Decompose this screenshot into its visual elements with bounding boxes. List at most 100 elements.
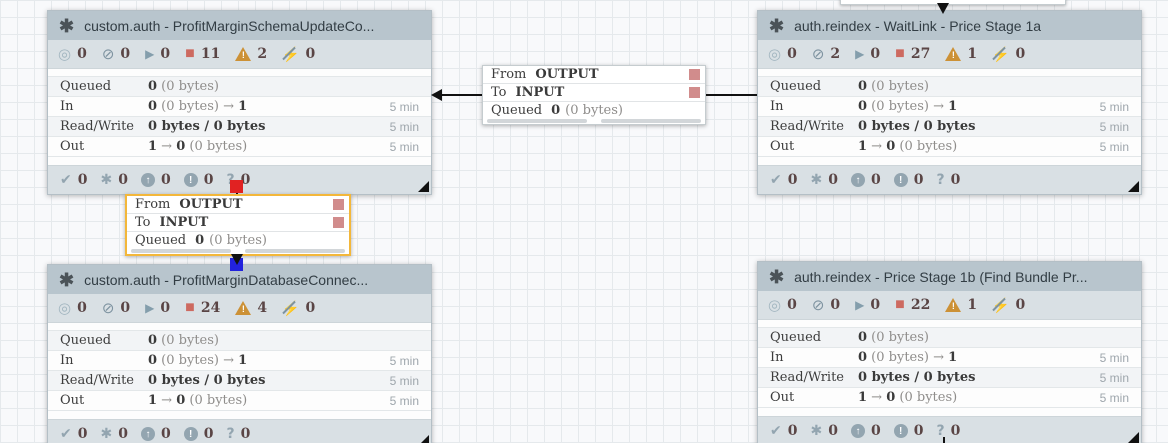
percent-bar	[245, 249, 345, 253]
locally-modified-stat: ✱0	[810, 423, 838, 439]
invalid-stat: !4	[235, 300, 267, 316]
disabled-stat: ⚡0	[282, 300, 316, 316]
percent-bar	[601, 119, 701, 123]
processor-header: ✱ auth.reindex - Price Stage 1b (Find Bu…	[758, 262, 1141, 291]
status-bar: ◎0 ⊘0 ▶0 ■24 !4 ⚡0	[48, 294, 431, 323]
version-state-bar: ✔0 ✱0 ↑0 !0 ?0	[48, 419, 431, 443]
locally-modified-stat: ✱0	[100, 426, 128, 442]
processor-icon: ✱	[769, 15, 785, 36]
disabled-icon: ⚡	[282, 300, 300, 316]
processor-title: auth.reindex - WaitLink - Price Stage 1a	[794, 17, 1042, 34]
queue-percent-bars	[127, 249, 349, 254]
locally-modified-stale-stat: !0	[893, 172, 923, 188]
stopped-stat: ■24	[185, 299, 221, 317]
stale-icon: ↑	[140, 173, 155, 187]
process-group-profitmargin-database[interactable]: ✱ custom.auth - ProfitMarginDatabaseConn…	[47, 264, 432, 443]
running-icon: ▶	[855, 47, 865, 61]
resize-handle[interactable]	[1128, 181, 1139, 192]
port-status-square-icon	[333, 199, 344, 210]
running-icon: ▶	[145, 301, 155, 315]
stale-icon: ↑	[850, 424, 865, 438]
stopped-icon: ■	[895, 296, 905, 313]
status-bar: ◎0 ⊘2 ▶0 ■27 !1 ⚡0	[758, 40, 1141, 69]
status-bar: ◎0 ⊘0 ▶0 ■11 !2 ⚡0	[48, 40, 431, 69]
invalid-icon: !	[235, 301, 252, 315]
resize-handle[interactable]	[1128, 432, 1139, 443]
not-transmitting-icon: ⊘	[101, 299, 115, 317]
running-stat: ▶0	[145, 300, 171, 316]
connection-line[interactable]	[943, 437, 945, 443]
invalid-stat: !1	[945, 46, 977, 62]
version-state-bar: ✔0 ✱0 ↑0 !0 ?0	[758, 416, 1141, 443]
status-bar: ◎0 ⊘0 ▶0 ■22 !1 ⚡0	[758, 291, 1141, 320]
up-to-date-icon: ✔	[60, 426, 72, 442]
not-transmitting-icon: ⊘	[811, 296, 825, 314]
resize-handle[interactable]	[418, 435, 429, 443]
processor-title: custom.auth - ProfitMarginSchemaUpdateCo…	[84, 17, 375, 34]
transmitting-icon: ◎	[58, 45, 72, 63]
invalid-stat: !2	[235, 46, 267, 62]
running-icon: ▶	[145, 47, 155, 61]
processor-title: auth.reindex - Price Stage 1b (Find Bund…	[794, 268, 1088, 285]
disabled-stat: ⚡0	[282, 46, 316, 62]
not-transmitting-stat: ⊘0	[811, 296, 841, 314]
not-transmitting-icon: ⊘	[101, 45, 115, 63]
transmitting-icon: ◎	[768, 296, 782, 314]
connection-line[interactable]	[704, 94, 757, 96]
process-group-profitmargin-schema[interactable]: ✱ custom.auth - ProfitMarginSchemaUpdate…	[47, 10, 432, 195]
disabled-icon: ⚡	[992, 297, 1010, 313]
process-group-waitlink-stage-1a[interactable]: ✱ auth.reindex - WaitLink - Price Stage …	[757, 10, 1142, 195]
locally-modified-icon: ✱	[100, 426, 113, 442]
sync-failure-stat: ?0	[226, 426, 251, 442]
transmitting-stat: ◎0	[58, 299, 87, 317]
sync-failure-icon: ?	[226, 426, 235, 442]
stopped-icon: ■	[185, 45, 195, 62]
resize-handle[interactable]	[418, 181, 429, 192]
connection-source-handle[interactable]	[230, 180, 243, 193]
process-group-price-stage-1b[interactable]: ✱ auth.reindex - Price Stage 1b (Find Bu…	[757, 261, 1142, 443]
not-transmitting-icon: ⊘	[811, 45, 825, 63]
stale-stat: ↑0	[140, 426, 171, 442]
disabled-icon: ⚡	[992, 46, 1010, 62]
transmitting-stat: ◎0	[58, 45, 87, 63]
running-icon: ▶	[855, 298, 865, 312]
locally-modified-stat: ✱0	[810, 172, 838, 188]
up-to-date-stat: ✔0	[60, 172, 88, 188]
stopped-stat: ■11	[185, 45, 221, 63]
running-stat: ▶0	[145, 46, 171, 62]
processor-icon: ✱	[59, 15, 75, 36]
port-status-square-icon	[689, 87, 700, 98]
connection-arrowhead-icon	[937, 3, 949, 14]
locally-modified-stale-stat: !0	[183, 426, 213, 442]
port-status-square-icon	[689, 69, 700, 80]
connection-arrowhead-icon	[431, 89, 442, 101]
connection-arrowhead-icon	[231, 254, 243, 265]
processor-header: ✱ custom.auth - ProfitMarginDatabaseConn…	[48, 265, 431, 294]
sync-failure-icon: ?	[936, 423, 945, 439]
port-status-square-icon	[333, 217, 344, 228]
processor-icon: ✱	[59, 269, 75, 290]
locally-modified-stale-stat: !0	[183, 172, 213, 188]
not-transmitting-stat: ⊘2	[811, 45, 841, 63]
connection-label-fragment[interactable]	[840, 0, 1066, 5]
connection-line[interactable]	[440, 94, 482, 96]
invalid-icon: !	[945, 298, 962, 312]
disabled-stat: ⚡0	[992, 46, 1026, 62]
